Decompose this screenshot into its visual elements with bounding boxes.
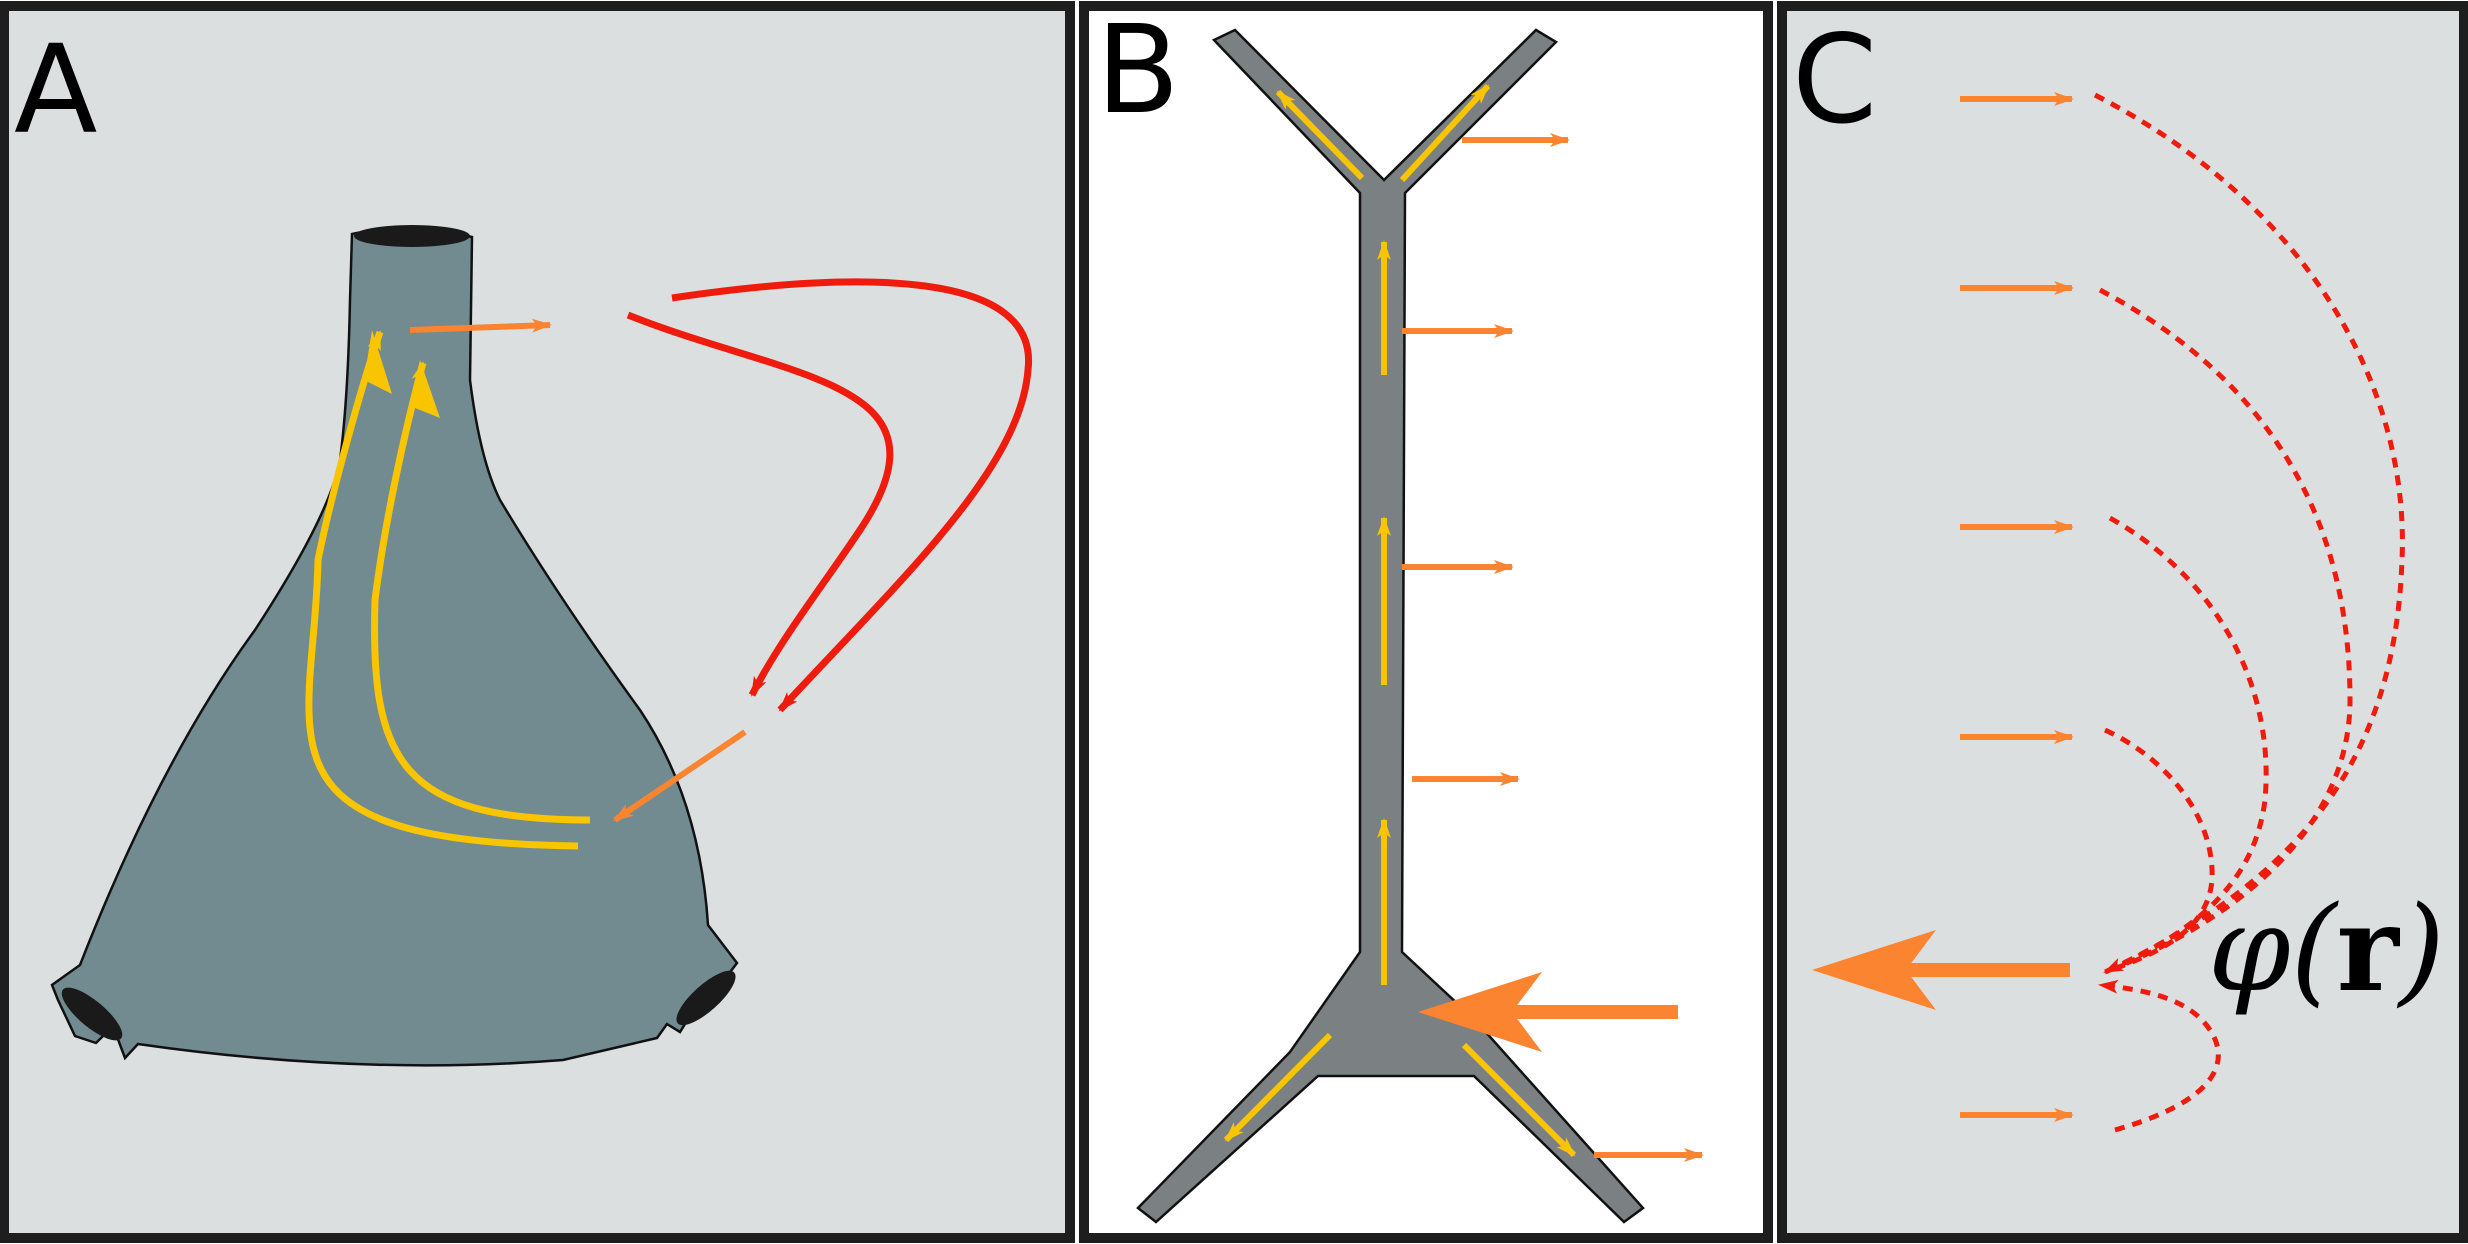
field-line-c4 bbox=[2103, 727, 2215, 975]
formula-close-paren: ) bbox=[2396, 880, 2445, 1018]
neurite-opening-right bbox=[676, 970, 736, 1026]
field-line-c3 bbox=[2103, 515, 2269, 975]
panel-b: B bbox=[1079, 0, 1773, 1243]
potential-formula: φ(r) bbox=[2208, 879, 2445, 1018]
current-arrow-a1 bbox=[305, 330, 579, 850]
neurite-opening-left bbox=[61, 987, 123, 1041]
field-line-a1 bbox=[626, 311, 894, 697]
formula-phi: φ bbox=[2208, 880, 2291, 1018]
formula-open-paren: ( bbox=[2291, 880, 2340, 1018]
field-line-a2 bbox=[671, 278, 1032, 713]
formula-r: r bbox=[2337, 879, 2401, 1018]
current-arrow-b6 bbox=[1223, 1032, 1333, 1143]
neuron-b bbox=[1136, 28, 1645, 1224]
field-line-c2 bbox=[2098, 287, 2353, 975]
neuron-soma-a bbox=[50, 227, 739, 1067]
field-line-c5 bbox=[2098, 979, 2221, 1133]
emission-arrow-a1 bbox=[409, 318, 552, 333]
panel-a-label: A bbox=[14, 19, 97, 161]
panel-c-frame bbox=[1777, 1, 2468, 1243]
panel-c: C φ(r) bbox=[1777, 1, 2468, 1243]
current-arrow-b2 bbox=[1399, 83, 1491, 183]
panel-b-label: B bbox=[1096, 0, 1180, 141]
current-arrow-b1 bbox=[1275, 89, 1365, 181]
neurite-opening-top bbox=[354, 225, 470, 247]
field-line-c1 bbox=[2093, 92, 2405, 975]
current-arrow-b7 bbox=[1461, 1042, 1577, 1158]
panel-a: A bbox=[0, 1, 1075, 1243]
panel-c-label: C bbox=[1792, 9, 1877, 151]
emission-arrow-a2 bbox=[613, 729, 747, 823]
current-arrow-a2 bbox=[371, 361, 591, 824]
